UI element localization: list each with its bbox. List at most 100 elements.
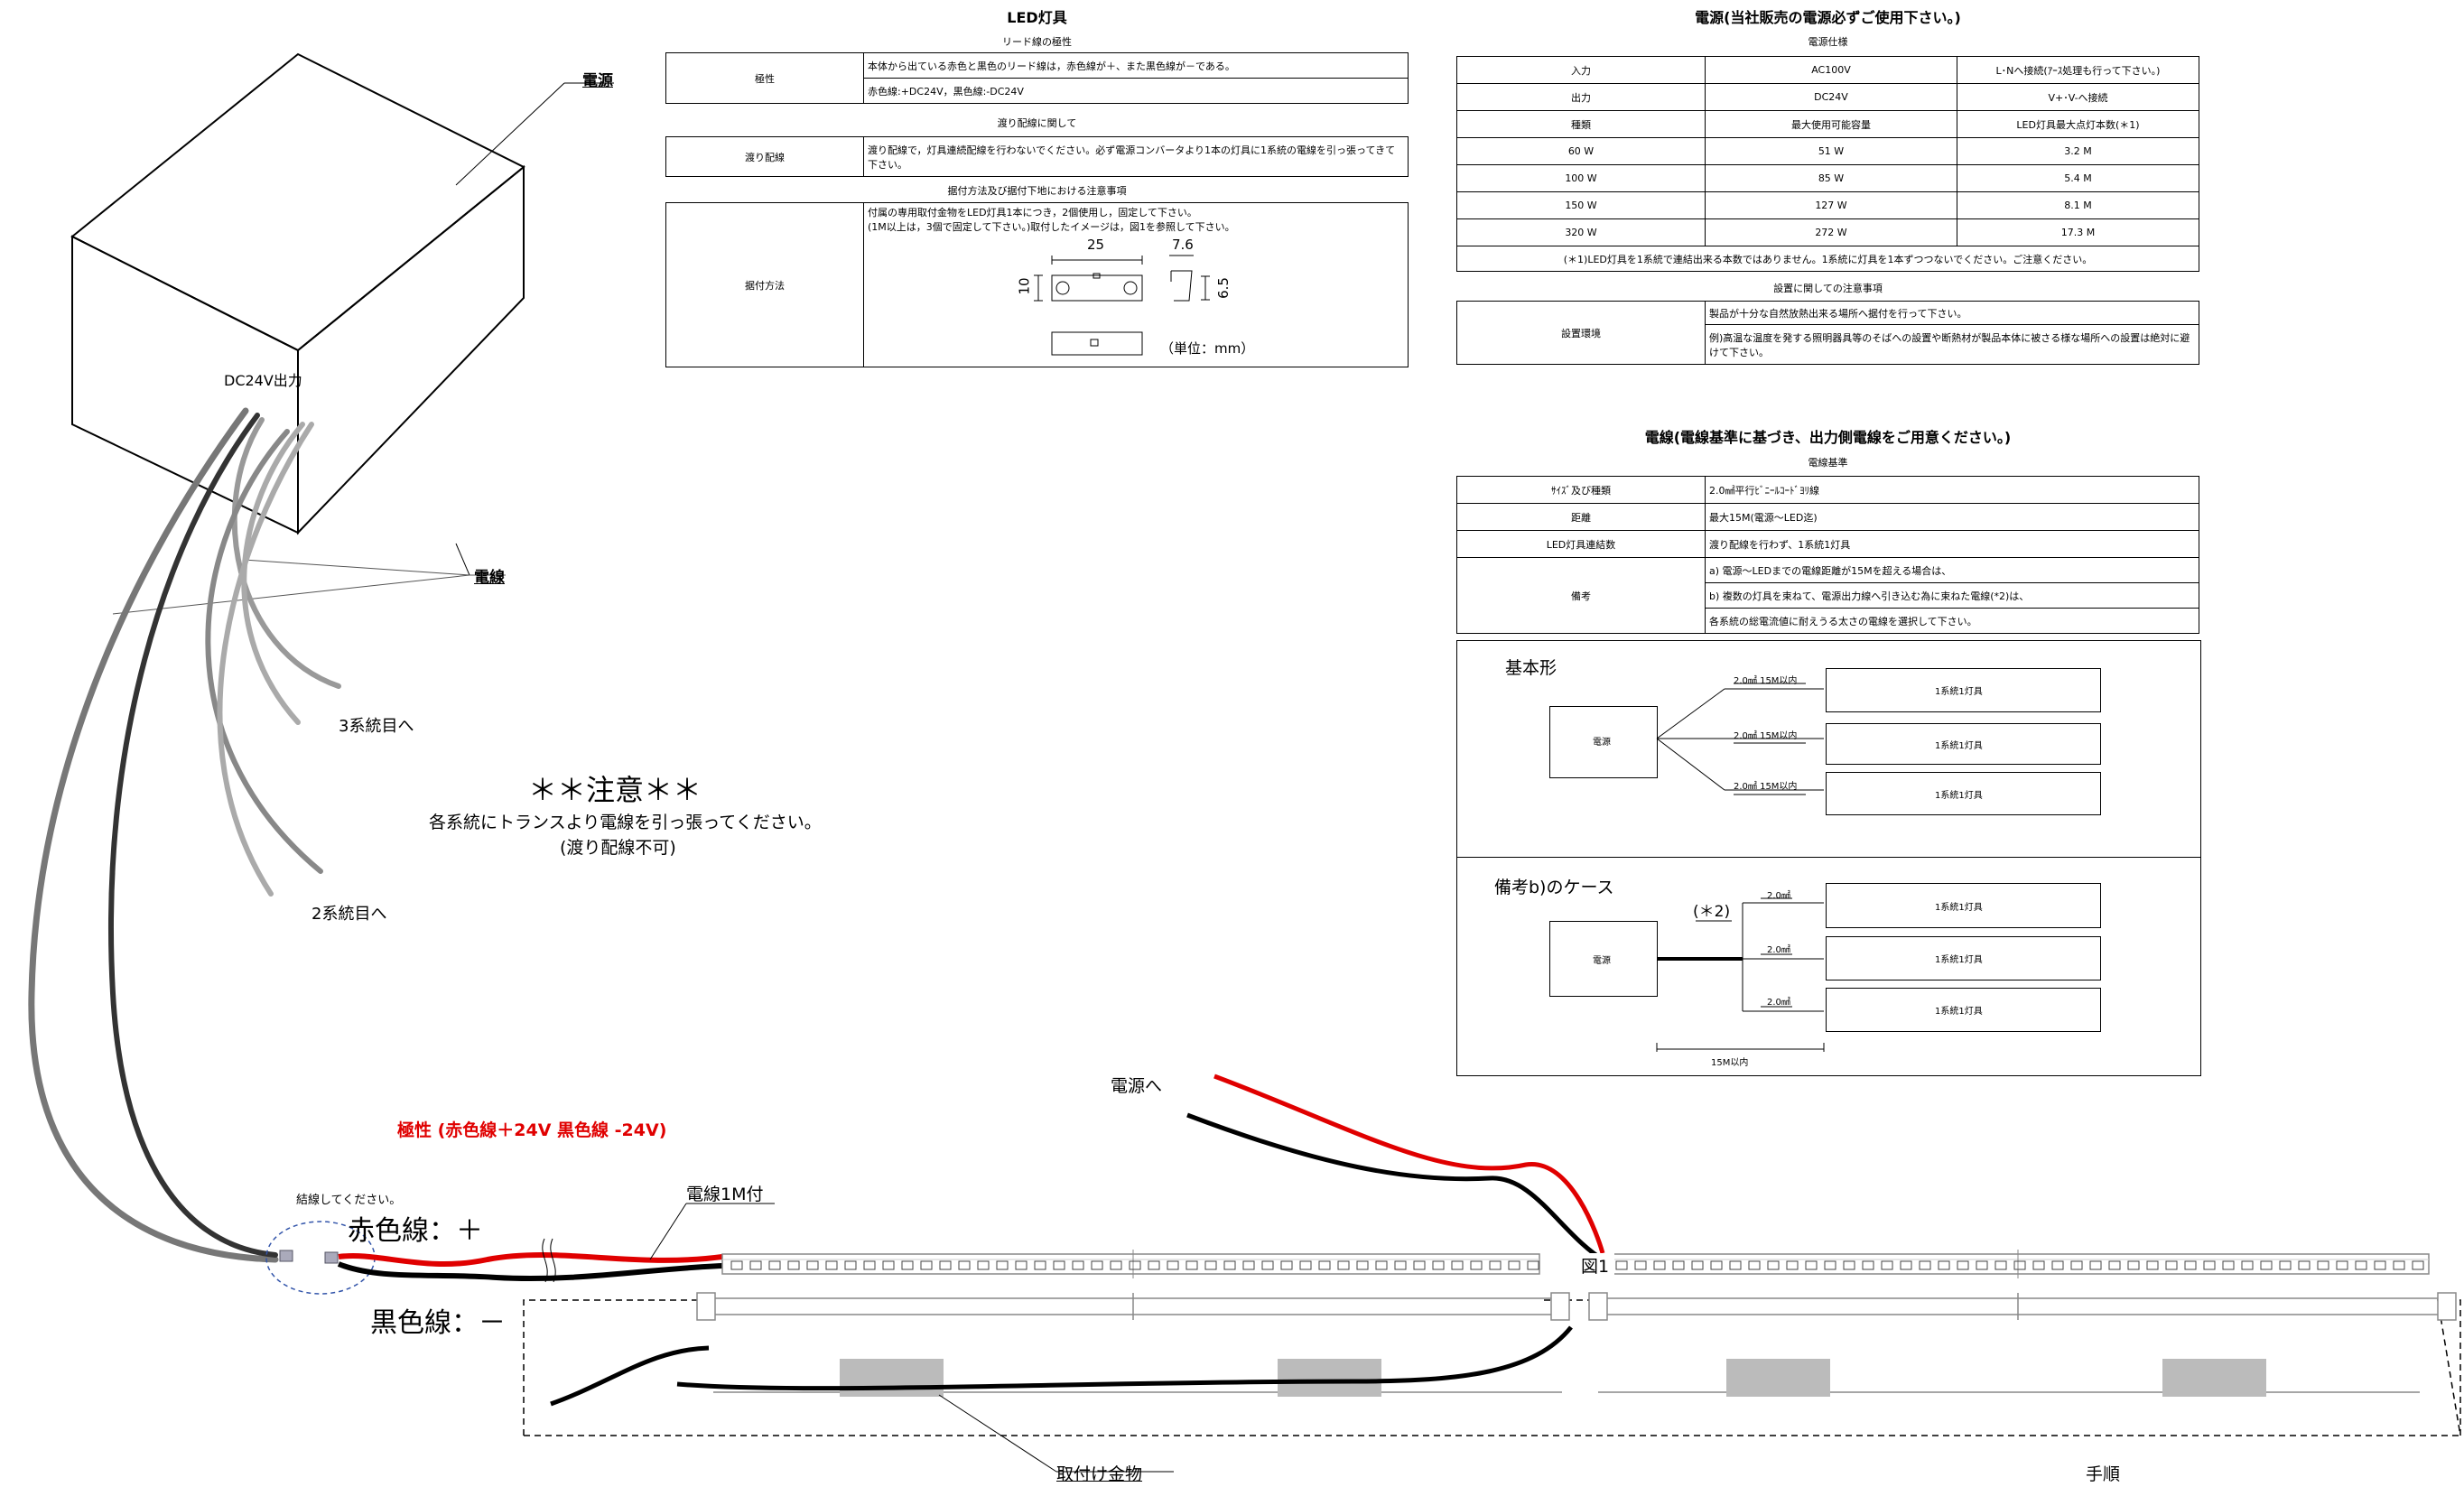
led-chip bbox=[749, 1260, 762, 1270]
polarity-label: 極性 bbox=[665, 52, 864, 104]
psu-cell: 3.2 M bbox=[1957, 137, 2199, 165]
led-chip bbox=[2127, 1260, 2140, 1270]
unit-label: （単位：mm） bbox=[1160, 340, 1255, 357]
power-supply-box bbox=[70, 52, 525, 535]
red-wire-label: 赤色線：＋ bbox=[348, 1215, 483, 1247]
dim-7-6: 7.6 bbox=[1172, 237, 1194, 253]
bracket-block-3 bbox=[1726, 1359, 1830, 1397]
figure1-label: 図1 bbox=[1576, 1253, 1615, 1278]
star2-label: (＊2) bbox=[1693, 903, 1731, 921]
led-chip bbox=[1489, 1260, 1502, 1270]
polarity-text1: 本体から出ている赤色と黒色のリード線は，赤色線が＋、また黒色線が－である。 bbox=[863, 52, 1409, 79]
psu-callout-label: 電源 bbox=[582, 72, 613, 90]
led-chip bbox=[2241, 1260, 2254, 1270]
black-wire-label: 黒色線：－ bbox=[370, 1307, 506, 1339]
led-chip bbox=[2374, 1260, 2386, 1270]
cables bbox=[28, 407, 341, 1263]
cable-to-sys2-b bbox=[217, 422, 314, 897]
polarity-text2: 赤色線:+DC24V，黒色線:-DC24V bbox=[863, 78, 1409, 104]
led-chip bbox=[1729, 1260, 1742, 1270]
crossover-text: 渡り配線で，灯具連続配線を行わないでください。必ず電源コンバータより1本の灯具に… bbox=[863, 136, 1409, 177]
case-b-label: 備考b)のケース bbox=[1494, 878, 1614, 897]
led-chip bbox=[1824, 1260, 1836, 1270]
led-chip bbox=[2355, 1260, 2367, 1270]
led-chip bbox=[1976, 1260, 1988, 1270]
psu-spec-heading: 電源仕様 bbox=[1808, 36, 1848, 48]
led-chip bbox=[1957, 1260, 1969, 1270]
led-chip bbox=[2165, 1260, 2178, 1270]
led-chip bbox=[2260, 1260, 2273, 1270]
led-bar-2 bbox=[1606, 1250, 2430, 1278]
wire-1m-label: 電線1M付 bbox=[686, 1185, 764, 1204]
basic-fixture-1: 1系統1灯具 bbox=[1826, 668, 2101, 712]
led-chip bbox=[2108, 1260, 2121, 1270]
lead-heading: リード線の極性 bbox=[1002, 36, 1072, 48]
psu-cell: 17.3 M bbox=[1957, 218, 2199, 246]
red-wire-to-psu bbox=[1213, 1073, 1605, 1254]
led-chip bbox=[1767, 1260, 1780, 1270]
case-b-wiring bbox=[1656, 897, 1825, 1052]
cable-gray-2 bbox=[108, 413, 278, 1258]
red-lead-wire bbox=[338, 1252, 723, 1267]
led-chip bbox=[996, 1260, 1009, 1270]
install-table: 設置環境製品が十分な自然放熱出来る場所へ据付を行って下さい。 例)高温な温度を発… bbox=[1456, 301, 2199, 365]
led-chip bbox=[844, 1260, 857, 1270]
mount-label: 据付方法 bbox=[665, 202, 864, 367]
led-chip bbox=[1900, 1260, 1912, 1270]
led-chip bbox=[2279, 1260, 2292, 1270]
led-chip bbox=[1204, 1260, 1217, 1270]
dim-25: 25 bbox=[1087, 237, 1105, 253]
wire-title: 電線(電線基準に基づき、出力側電線をご用意ください。) bbox=[1644, 429, 2012, 446]
psu-note: (＊1)LED灯具を1系統で連結出来る本数ではありません。1系統に灯具を1本ずつ… bbox=[1456, 246, 2199, 272]
system2-label: 2系統目へ bbox=[311, 905, 387, 924]
led-chip bbox=[1186, 1260, 1198, 1270]
psu-cell: LED灯具最大点灯本数(＊1) bbox=[1957, 110, 2199, 138]
psu-cell: DC24V bbox=[1705, 83, 1957, 111]
led-chip bbox=[1280, 1260, 1293, 1270]
led-chip bbox=[2032, 1260, 2045, 1270]
case-fixture-1: 1系統1灯具 bbox=[1826, 883, 2101, 928]
led-chip bbox=[787, 1260, 800, 1270]
led-chip bbox=[825, 1260, 838, 1270]
led-chip bbox=[1432, 1260, 1445, 1270]
led-chip bbox=[1318, 1260, 1331, 1270]
led-chip bbox=[1242, 1260, 1255, 1270]
led-chip bbox=[1015, 1260, 1027, 1270]
wire-cell: LED灯具連結数 bbox=[1456, 530, 1706, 558]
basic-fixture-2: 1系統1灯具 bbox=[1826, 723, 2101, 765]
led-chip bbox=[1129, 1260, 1141, 1270]
wire-cell: 距離 bbox=[1456, 503, 1706, 531]
psu-cell: 5.4 M bbox=[1957, 164, 2199, 192]
wire-cell: 渡り配線を行わず、1系統1灯具 bbox=[1705, 530, 2199, 558]
led-chip bbox=[1691, 1260, 1704, 1270]
led-chip bbox=[1994, 1260, 2007, 1270]
led-chip bbox=[2412, 1260, 2424, 1270]
wire-diagram-frame bbox=[1456, 640, 2201, 1076]
case-psu-box: 電源 bbox=[1549, 921, 1658, 997]
system3-label: 3系統目へ bbox=[339, 717, 414, 736]
led-chip bbox=[1672, 1260, 1685, 1270]
led-title: LED灯具 bbox=[1007, 9, 1067, 26]
wire-cell: 2.0㎟平行ﾋﾞﾆｰﾙｺｰﾄﾞﾖﾘ線 bbox=[1705, 476, 2199, 504]
led-chip bbox=[1786, 1260, 1799, 1270]
led-chip bbox=[2089, 1260, 2102, 1270]
led-chip bbox=[1527, 1260, 1539, 1270]
led-chip bbox=[1862, 1260, 1874, 1270]
remark-b: b) 複数の灯具を束ねて、電源出力線へ引き込む為に束ねた電線(*2)は、 bbox=[1705, 582, 2199, 609]
remark-a: a) 電源～LEDまでの電線距離が15Mを超える場合は、 bbox=[1705, 557, 2199, 583]
led-chip bbox=[1356, 1260, 1369, 1270]
psu-cell: 最大使用可能容量 bbox=[1705, 110, 1957, 138]
bracket-leader bbox=[938, 1394, 1057, 1473]
led-chip bbox=[2336, 1260, 2348, 1270]
cable-callout-label: 電線 bbox=[474, 569, 505, 587]
psu-cell: 85 W bbox=[1705, 164, 1957, 192]
led-chip bbox=[1261, 1260, 1274, 1270]
psu-cell: 320 W bbox=[1456, 218, 1706, 246]
install-text2: 例)高温な温度を発する照明器具等のそばへの設置や断熱材が製品本体に被さる様な場所… bbox=[1705, 324, 2199, 365]
psu-cell: 127 W bbox=[1705, 191, 1957, 219]
led-chip bbox=[1299, 1260, 1312, 1270]
basic-form-label: 基本形 bbox=[1505, 658, 1557, 678]
psu-cell: V+･V-へ接続 bbox=[1957, 83, 2199, 111]
